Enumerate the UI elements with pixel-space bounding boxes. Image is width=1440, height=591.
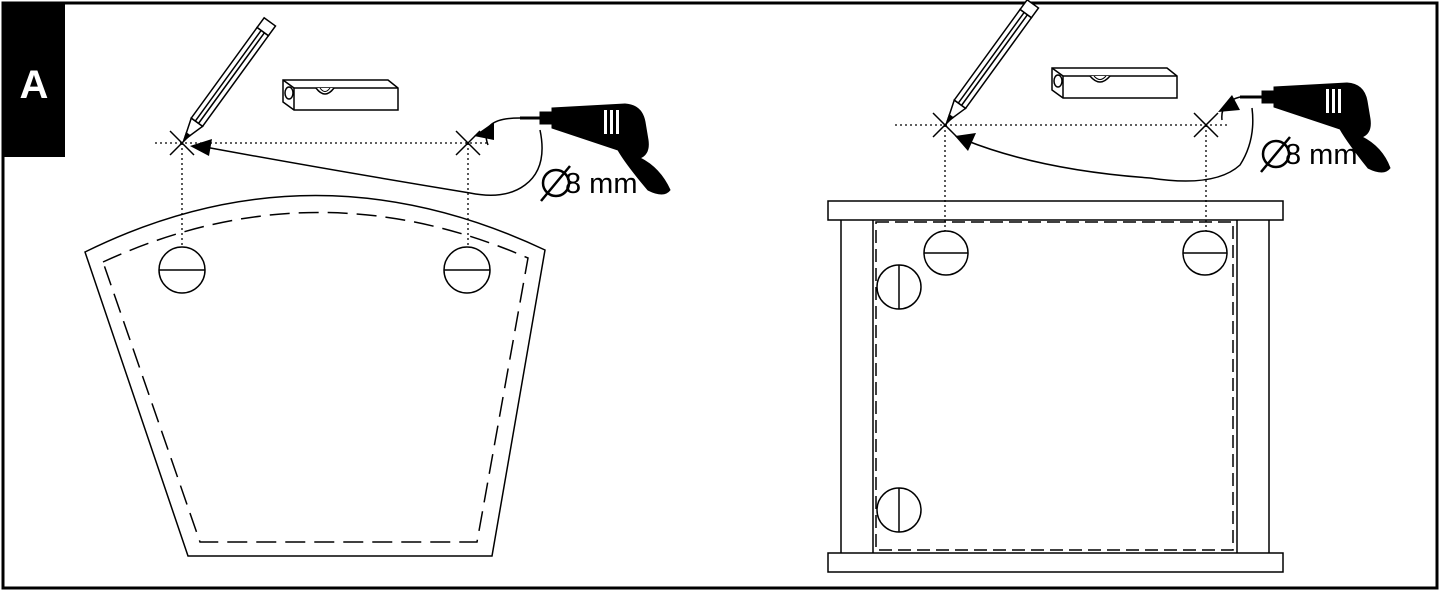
right-diameter-symbol-icon [1260,136,1291,173]
panel-letter: A [20,63,49,107]
right-pencil-icon [945,0,1040,125]
right-mark-2 [1193,112,1219,138]
right-spirit-level-icon [1051,67,1178,99]
right-drill-icon [1240,82,1391,173]
right-arrow-head-1 [1218,95,1240,112]
right-keyhole-side-1 [876,264,922,310]
left-keyhole-1 [158,246,206,294]
left-arrow-head-1 [474,122,494,140]
right-bottom-board [827,552,1284,573]
left-panel-inner-dashed [102,211,529,543]
right-keyhole-top-1 [923,230,969,276]
right-drill-curve [964,96,1254,182]
left-drill-icon [520,103,671,195]
left-pencil-icon [182,16,277,143]
left-keyhole-2 [443,246,491,294]
left-diameter-symbol-icon [540,165,571,202]
right-back-panel-dashed [875,221,1234,551]
right-figure [827,0,1391,573]
left-figure [84,16,671,557]
left-drill-diameter-label: 8 mm [565,168,638,200]
right-keyhole-side-2 [876,487,922,533]
panel-badge: A [3,3,65,157]
left-arrow-head-2 [190,139,212,156]
right-keyhole-top-2 [1182,230,1228,276]
right-arrow-head-2 [955,133,976,151]
right-drill-diameter-label: 8 mm [1285,139,1358,171]
left-panel-outline [84,194,546,557]
left-spirit-level-icon [282,79,399,111]
right-top-board [827,200,1284,221]
